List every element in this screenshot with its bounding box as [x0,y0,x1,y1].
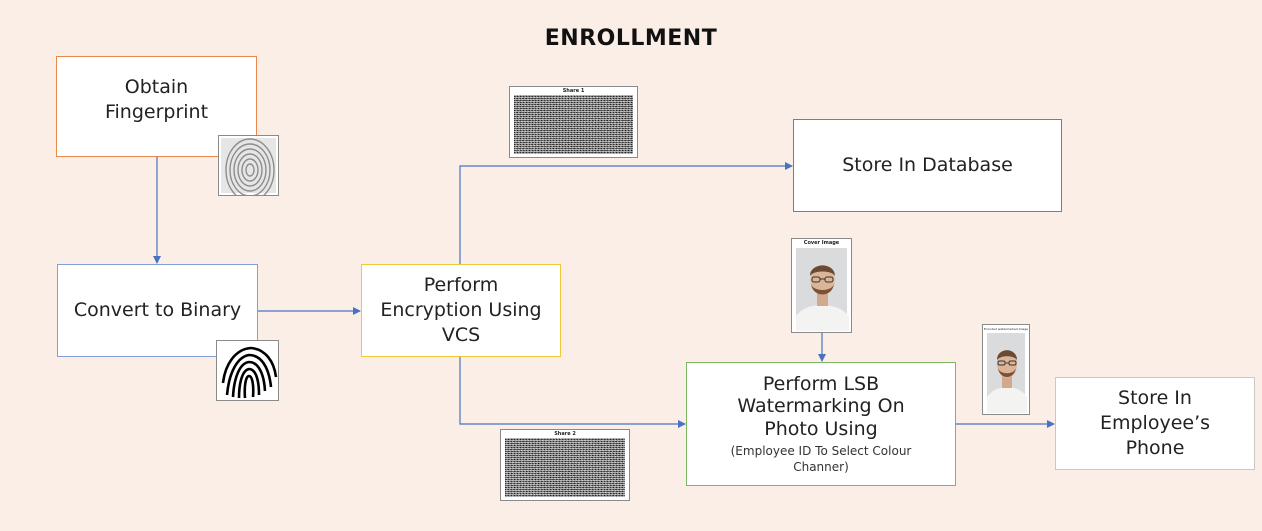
arrow-encrypt-to-database [459,162,793,264]
node-lsb-watermarking-label: Perform LSB Watermarking On Photo Using [737,372,905,441]
share1-noise-image [514,95,633,154]
node-convert-binary-label: Convert to Binary [73,299,242,322]
node-lsb-watermarking-sublabel: (Employee ID To Select Colour Channer) [730,444,912,475]
watermarked-image-thumbnail: Encoded watermarked image [982,324,1030,415]
share2-noise-image [505,438,625,497]
fingerprint-gray-thumbnail [218,135,279,196]
node-store-database: Store In Database [793,119,1062,212]
fingerprint-gray-icon [221,138,276,195]
share2-thumbnail: Share 2 [500,429,630,501]
cover-image-thumbnail: Cover Image [791,238,852,333]
share2-caption: Share 2 [554,431,576,437]
node-perform-encryption-label: Perform Encryption Using VCS [380,274,542,346]
arrow-encrypt-to-lsb [459,356,686,428]
share1-caption: Share 1 [562,88,585,94]
share1-thumbnail: Share 1 [509,86,638,158]
fingerprint-binary-icon [219,343,278,399]
person-photo-watermarked-icon [987,333,1027,413]
node-lsb-watermarking: Perform LSB Watermarking On Photo Using … [686,362,956,486]
cover-image-caption: Cover Image [803,240,840,246]
watermarked-image-caption: Encoded watermarked image [983,327,1029,331]
diagram-title: ENROLLMENT [544,26,718,51]
node-store-phone: Store In Employee’s Phone [1055,377,1255,470]
fingerprint-binary-thumbnail [216,340,279,401]
person-photo-icon [796,248,849,331]
node-obtain-fingerprint-label: Obtain Fingerprint [104,75,209,123]
node-store-phone-label: Store In Employee’s Phone [1099,387,1211,459]
node-store-database-label: Store In Database [842,154,1013,177]
node-perform-encryption: Perform Encryption Using VCS [361,264,561,357]
